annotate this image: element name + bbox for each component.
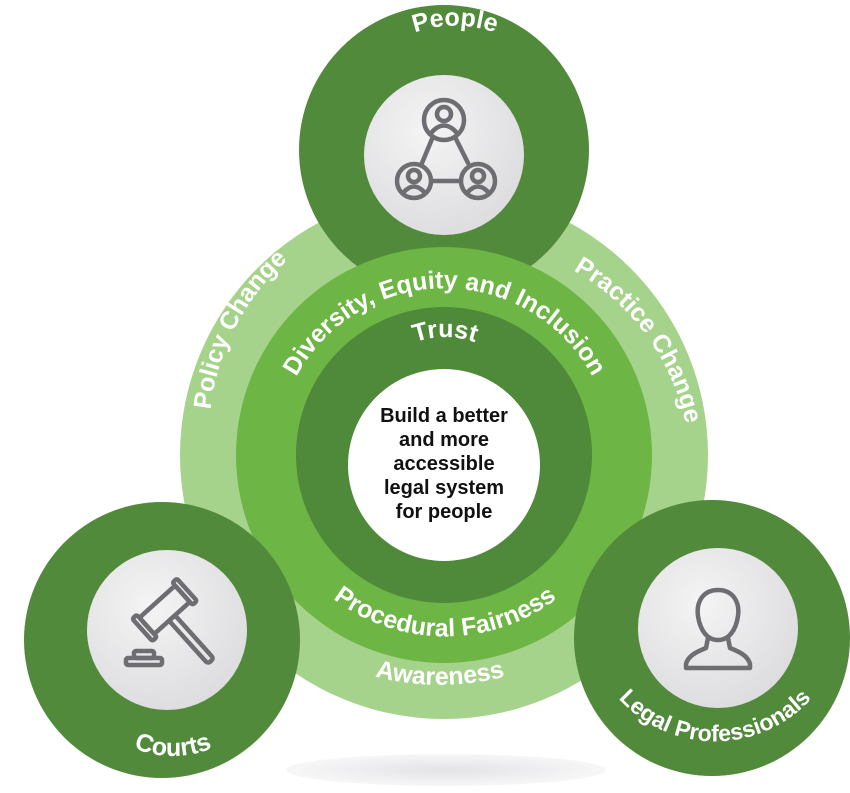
person-icon: [683, 587, 753, 671]
center-line-1: Build a better: [380, 405, 508, 427]
center-line-3: accessible: [393, 453, 494, 475]
gavel-icon: [123, 577, 215, 668]
inner-ring-label: Trust: [409, 315, 482, 348]
people-network-icon: [394, 97, 498, 201]
center-text: Build a better and more accessible legal…: [380, 405, 508, 523]
base-shadow: [286, 754, 606, 786]
node-legal-icon-bg: [638, 548, 798, 708]
node-legal-professionals: [574, 500, 850, 776]
center-circle: [348, 369, 540, 561]
center-line-5: for people: [396, 501, 493, 523]
center-line-2: and more: [399, 429, 489, 451]
node-courts: [24, 502, 300, 778]
center-line-4: legal system: [384, 477, 504, 499]
node-people: [299, 5, 589, 295]
node-courts-icon-bg: [87, 550, 247, 710]
